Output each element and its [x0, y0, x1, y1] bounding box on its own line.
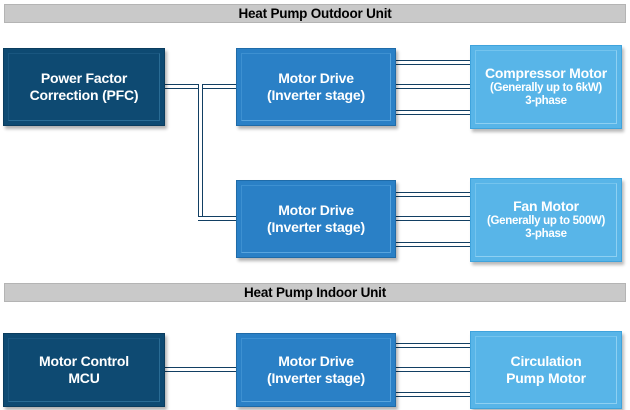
block-fan-motor-line3: 3-phase — [525, 228, 567, 241]
connector-mcu-drive — [163, 367, 239, 372]
block-compressor-motor-line2: (Generally up to 6kW) — [490, 81, 602, 94]
section-header-outdoor: Heat Pump Outdoor Unit — [4, 4, 626, 23]
block-compressor-motor-line1: Compressor Motor — [484, 65, 608, 82]
block-fan-motor-line2: (Generally up to 500W) — [486, 214, 605, 227]
block-pump-drive-labels: Motor Drive (Inverter stage) — [261, 353, 371, 386]
connector-phase-compressor-3 — [393, 110, 473, 115]
block-motor-drive-pump[interactable]: Motor Drive (Inverter stage) — [236, 333, 396, 407]
block-pump-motor-labels: Circulation Pump Motor — [500, 353, 592, 386]
block-pump-drive-line2: (Inverter stage) — [267, 370, 365, 386]
connector-phase-compressor-2 — [393, 84, 473, 89]
connector-phase-pump-1 — [393, 343, 473, 348]
section-header-indoor-label: Heat Pump Indoor Unit — [243, 285, 387, 300]
block-circulation-pump-motor[interactable]: Circulation Pump Motor — [470, 331, 622, 409]
block-mcu-line1: Motor Control — [39, 353, 129, 370]
block-fan-drive-line1: Motor Drive — [278, 202, 354, 219]
block-fan-motor-line1: Fan Motor — [513, 198, 579, 215]
block-compressor-drive-line2: (Inverter stage) — [267, 87, 365, 103]
block-pfc-labels: Power Factor Correction (PFC) — [24, 70, 145, 103]
connector-pfc-bus-vertical — [198, 84, 203, 221]
block-motor-drive-compressor[interactable]: Motor Drive (Inverter stage) — [236, 48, 396, 126]
block-fan-motor[interactable]: Fan Motor (Generally up to 500W) 3-phase — [470, 178, 622, 262]
section-header-indoor: Heat Pump Indoor Unit — [4, 283, 626, 302]
connector-phase-pump-3 — [393, 392, 473, 397]
connector-pfc-fan-drive — [198, 216, 240, 221]
block-mcu-labels: Motor Control MCU — [33, 353, 135, 386]
block-pfc-line1: Power Factor — [40, 70, 128, 87]
section-header-outdoor-label: Heat Pump Outdoor Unit — [238, 6, 392, 21]
connector-phase-fan-2 — [393, 216, 473, 221]
block-pfc-line2: Correction (PFC) — [29, 87, 139, 103]
block-fan-drive-labels: Motor Drive (Inverter stage) — [261, 202, 371, 235]
block-pump-motor-line2: Pump Motor — [506, 370, 586, 386]
block-compressor-drive-labels: Motor Drive (Inverter stage) — [261, 70, 371, 103]
block-motor-control-mcu[interactable]: Motor Control MCU — [3, 333, 165, 407]
block-compressor-motor-line3: 3-phase — [525, 95, 567, 108]
block-motor-drive-fan[interactable]: Motor Drive (Inverter stage) — [236, 180, 396, 258]
block-fan-drive-line2: (Inverter stage) — [267, 219, 365, 235]
block-pump-drive-line1: Motor Drive — [278, 353, 354, 370]
block-compressor-motor[interactable]: Compressor Motor (Generally up to 6kW) 3… — [470, 45, 622, 129]
connector-phase-pump-2 — [393, 367, 473, 372]
connector-phase-fan-3 — [393, 242, 473, 247]
connector-phase-compressor-1 — [393, 60, 473, 65]
block-power-factor-correction[interactable]: Power Factor Correction (PFC) — [3, 48, 165, 126]
connector-phase-fan-1 — [393, 192, 473, 197]
block-fan-motor-labels: Fan Motor (Generally up to 500W) 3-phase — [481, 198, 611, 242]
block-compressor-drive-line1: Motor Drive — [278, 70, 354, 87]
block-pump-motor-line1: Circulation — [510, 353, 582, 370]
block-mcu-line2: MCU — [68, 370, 100, 386]
block-compressor-motor-labels: Compressor Motor (Generally up to 6kW) 3… — [479, 65, 613, 109]
